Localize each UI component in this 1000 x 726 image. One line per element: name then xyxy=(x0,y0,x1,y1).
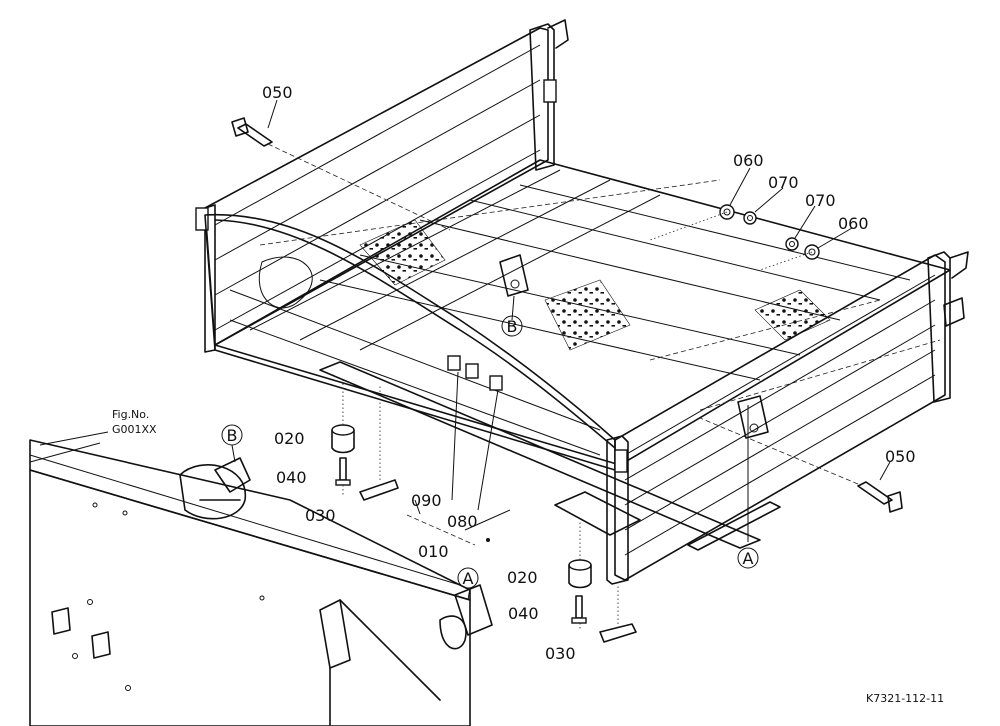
callout-040-left: 040 xyxy=(276,468,307,487)
leader-lines xyxy=(29,99,891,630)
chassis-frame xyxy=(29,439,493,726)
callout-070-b: 070 xyxy=(805,191,836,210)
hardware xyxy=(231,117,903,643)
circle-references: B B A A xyxy=(221,315,759,589)
callout-020-left: 020 xyxy=(274,429,305,448)
callout-010: 010 xyxy=(418,542,449,561)
ref-b-bed: B xyxy=(507,317,518,336)
callout-040-right: 040 xyxy=(508,604,539,623)
callout-050-right: 050 xyxy=(885,447,916,466)
callout-020-right: 020 xyxy=(507,568,538,587)
figure-reference: Fig.No. G001XX xyxy=(112,408,157,436)
cargo-bed xyxy=(195,19,969,585)
callout-070-a: 070 xyxy=(768,173,799,192)
callout-labels: 050 060 070 070 060 020 040 030 090 080 … xyxy=(262,83,916,663)
callout-030-left: 030 xyxy=(305,506,336,525)
callout-060-a: 060 xyxy=(733,151,764,170)
callout-050-top: 050 xyxy=(262,83,293,102)
callout-030-right: 030 xyxy=(545,644,576,663)
figure-ref-code: G001XX xyxy=(112,423,157,436)
ref-a-bed: A xyxy=(743,549,754,568)
callout-060-b: 060 xyxy=(838,214,869,233)
figure-ref-label: Fig.No. xyxy=(112,408,149,421)
callout-080: 080 xyxy=(447,512,478,531)
ref-a-frame: A xyxy=(463,569,474,588)
callout-090: 090 xyxy=(411,491,442,510)
drawing-code: K7321-112-11 xyxy=(866,692,944,705)
ref-b-frame: B xyxy=(227,426,238,445)
